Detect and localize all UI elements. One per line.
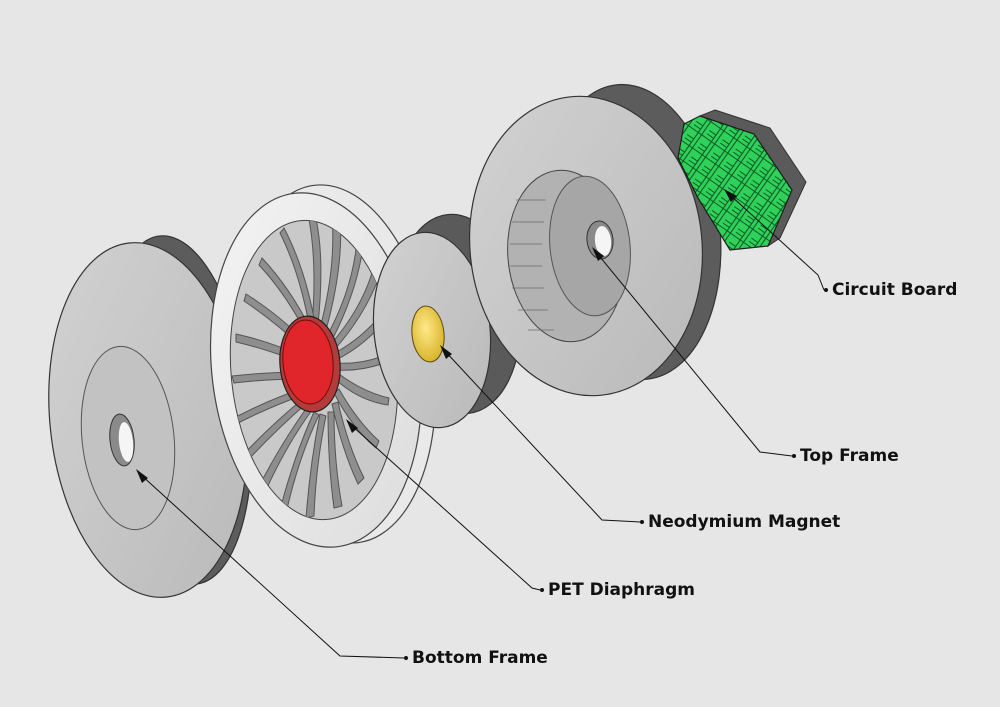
label-neodymium-magnet: Neodymium Magnet [648, 512, 841, 532]
leader-bottom-frame [139, 473, 405, 659]
top-frame-part [468, 83, 722, 397]
leader-end-dots [404, 288, 828, 660]
top-frame-cavity-wall [510, 199, 554, 331]
arrow-circuit-board [724, 189, 737, 202]
magnet-core [411, 305, 445, 363]
label-pet-diaphragm: PET Diaphragm [548, 580, 696, 600]
top-frame-hole-inner [594, 226, 612, 256]
pet-diaphragm-part [209, 184, 437, 548]
bottom-frame-hole-inner [118, 422, 134, 462]
leader-top-frame [595, 251, 793, 457]
label-bottom-frame: Bottom Frame [412, 648, 548, 668]
circuit-board-face [677, 115, 793, 251]
leader-lines [139, 194, 825, 659]
leader-arrowheads [136, 189, 737, 483]
leader-pet-diaphragm [349, 423, 541, 591]
diaphragm-center-dome [282, 319, 334, 405]
leader-neodymium-magnet [443, 349, 641, 523]
label-top-frame: Top Frame [800, 446, 899, 466]
circuit-board-part [677, 109, 807, 251]
leader-circuit-board [729, 194, 825, 291]
label-circuit-board: Circuit Board [832, 280, 958, 300]
arrow-bottom-frame [136, 469, 148, 483]
arrow-neodymium-magnet [440, 345, 452, 359]
arrow-pet-diaphragm [346, 419, 358, 433]
arrow-top-frame [592, 247, 604, 261]
